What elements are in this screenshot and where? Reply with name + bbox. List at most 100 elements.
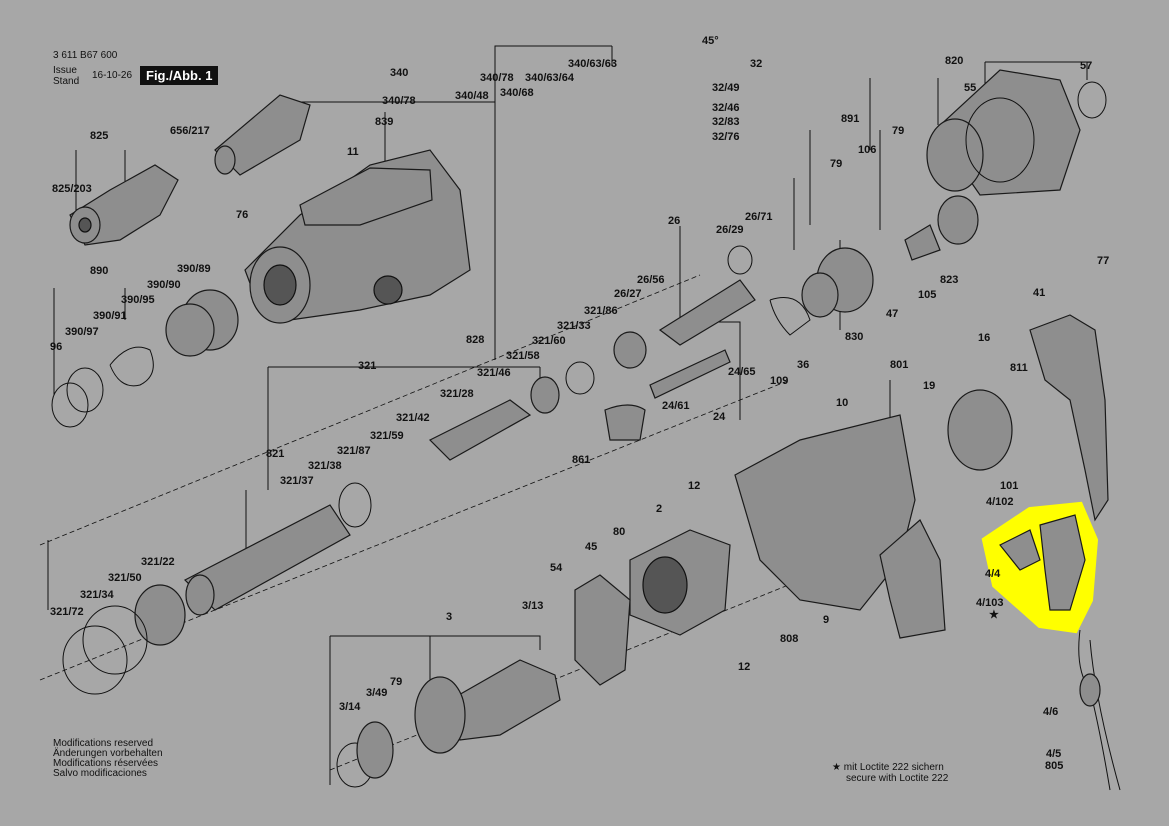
label-80: 80 — [613, 526, 626, 538]
label-825: 825 — [90, 130, 109, 142]
note-fr: Modifications réservées — [53, 758, 159, 769]
modification-notes: Modifications reserved Änderungen vorbeh… — [53, 739, 163, 779]
label-24-65: 24/65 — [728, 366, 756, 378]
gear-housing-839 — [244, 149, 471, 324]
label-32-83: 32/83 — [712, 116, 740, 128]
label-10: 10 — [836, 397, 849, 409]
locking-assembly-890 — [51, 289, 239, 428]
label-390-90: 390/90 — [147, 279, 181, 291]
label-4-102: 4/102 — [986, 496, 1014, 508]
label-839: 839 — [375, 116, 394, 128]
label-890: 890 — [90, 265, 109, 277]
front-assembly-axis — [39, 274, 701, 546]
label-321-42: 321/42 — [396, 412, 430, 424]
label-16: 16 — [978, 332, 991, 344]
label-321-72: 321/72 — [50, 606, 84, 618]
note-de: Änderungen vorbehalten — [53, 748, 163, 759]
chuck-825 — [69, 164, 179, 246]
cylinder-821 — [62, 482, 372, 695]
label-79b: 79 — [830, 158, 843, 170]
note-es: Salvo modificaciones — [53, 768, 147, 779]
label-321-28: 321/28 — [440, 388, 474, 400]
label-321-34: 321/34 — [80, 589, 114, 601]
label-321-86: 321/86 — [584, 305, 618, 317]
label-32-76: 32/76 — [712, 131, 740, 143]
label-26-71: 26/71 — [745, 211, 773, 223]
label-656-217: 656/217 — [170, 125, 210, 137]
label-3-49: 3/49 — [366, 687, 388, 699]
label-26-27: 26/27 — [614, 288, 642, 300]
label-106: 106 — [858, 144, 877, 156]
label-4-6: 4/6 — [1043, 706, 1059, 718]
label-105: 105 — [918, 289, 937, 301]
label-101: 101 — [1000, 480, 1019, 492]
label-2: 2 — [656, 503, 663, 515]
label-830: 830 — [845, 331, 864, 343]
label-805: 805 — [1045, 760, 1064, 772]
label-321-38: 321/38 — [308, 460, 342, 472]
label-3-14: 3/14 — [339, 701, 361, 713]
label-24-61: 24/61 — [662, 400, 690, 412]
gear-823 — [904, 195, 979, 261]
label-861: 861 — [572, 454, 591, 466]
issue-date: 16-10-26 — [92, 70, 133, 81]
label-star: ★ — [989, 609, 999, 621]
label-4-4: 4/4 — [985, 568, 1001, 580]
loctite-note: ★ mit Loctite 222 sichern secure with Lo… — [832, 762, 948, 784]
label-390-97: 390/97 — [65, 326, 99, 338]
label-821: 821 — [266, 448, 285, 460]
label-321-37: 321/37 — [280, 475, 314, 487]
label-45: 45 — [585, 541, 598, 553]
label-4-5: 4/5 — [1046, 748, 1062, 760]
label-24: 24 — [713, 411, 726, 423]
label-321-58: 321/58 — [506, 350, 540, 362]
loctite-de: mit Loctite 222 sichern — [843, 762, 944, 773]
quick-change-chuck-340 — [214, 94, 311, 176]
label-390-89: 390/89 — [177, 263, 211, 275]
label-3-13: 3/13 — [522, 600, 544, 612]
label-390-95: 390/95 — [121, 294, 155, 306]
note-en: Modifications reserved — [53, 738, 154, 749]
label-79c: 79 — [390, 676, 403, 688]
spindle-assembly-axis — [39, 379, 791, 681]
label-32: 32 — [750, 58, 763, 70]
label-321-46: 321/46 — [477, 367, 511, 379]
label-823: 823 — [940, 274, 959, 286]
label-801: 801 — [890, 359, 909, 371]
label-340-63-63: 340/63/63 — [568, 58, 617, 70]
label-808: 808 — [780, 633, 799, 645]
label-12a: 12 — [688, 480, 701, 492]
label-340-78a: 340/78 — [382, 95, 416, 107]
label-54: 54 — [550, 562, 563, 574]
handle-41 — [1029, 314, 1109, 522]
wobble-bearing-830 — [769, 247, 874, 336]
label-96: 96 — [50, 341, 63, 353]
label-340-63-64: 340/63/64 — [525, 72, 574, 84]
label-321: 321 — [358, 360, 377, 372]
label-340-68: 340/68 — [500, 87, 534, 99]
stator-2 — [629, 529, 731, 636]
switch-4-4-highlight — [981, 501, 1099, 634]
label-9: 9 — [823, 614, 830, 626]
intermediate-shaft-24 — [604, 349, 731, 441]
spindle-321 — [428, 245, 756, 461]
label-45deg: 45° — [702, 35, 719, 47]
motor-housing-801 — [734, 389, 1013, 639]
loctite-en: secure with Loctite 222 — [846, 773, 949, 784]
label-820: 820 — [945, 55, 964, 67]
label-390-91: 390/91 — [93, 310, 127, 322]
label-321-87: 321/87 — [337, 445, 371, 457]
label-41: 41 — [1033, 287, 1046, 299]
part-number: 3 611 B67 600 — [53, 50, 118, 61]
label-3: 3 — [446, 611, 453, 623]
label-340-48: 340/48 — [455, 90, 489, 102]
label-26: 26 — [668, 215, 681, 227]
air-guide-45 — [574, 574, 631, 686]
label-825-203: 825/203 — [52, 183, 92, 195]
label-32-49: 32/49 — [712, 82, 740, 94]
label-32-46: 32/46 — [712, 102, 740, 114]
label-340-78b: 340/78 — [480, 72, 514, 84]
label-77: 77 — [1097, 255, 1110, 267]
